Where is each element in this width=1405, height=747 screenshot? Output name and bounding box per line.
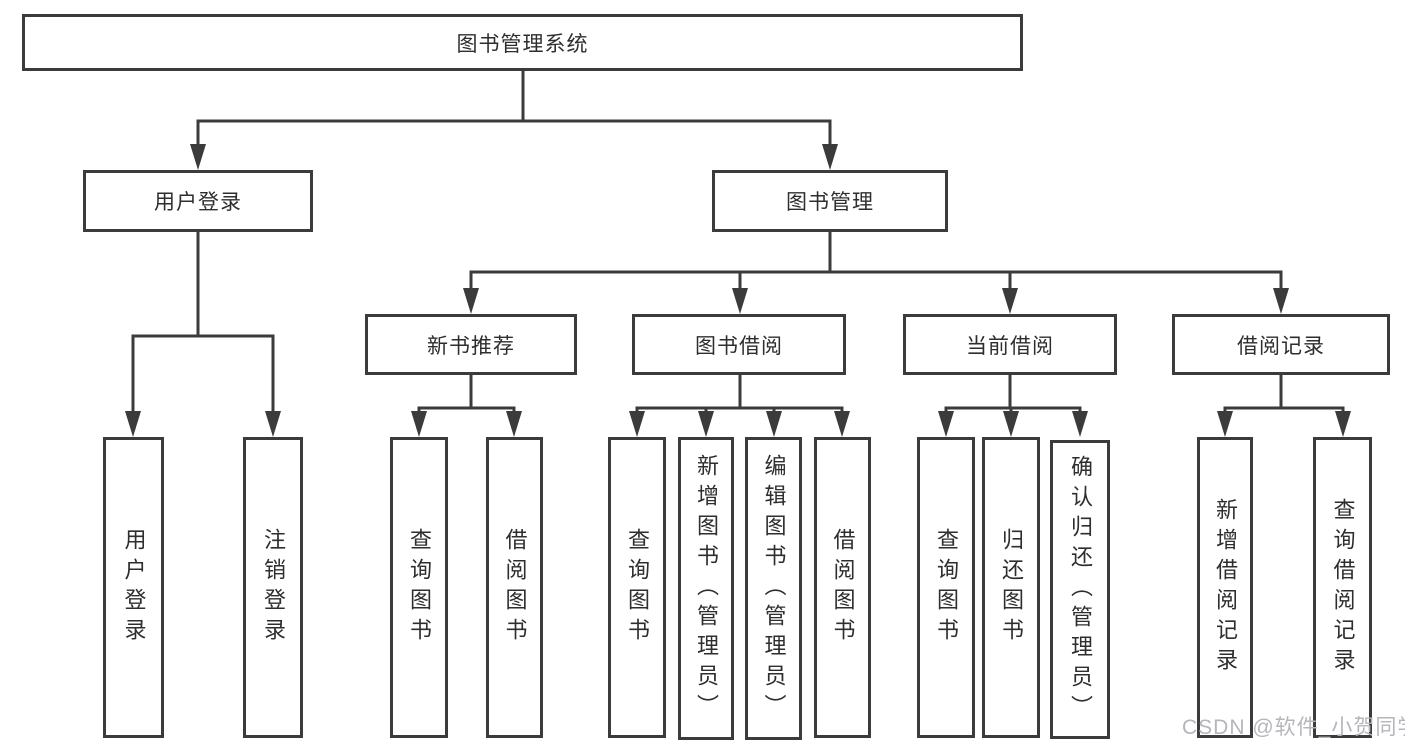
leaf-borrow-books-1-label: 借阅图书 <box>502 527 528 648</box>
leaf-confirm-return-admin-label: 确认归还（管理员） <box>1068 454 1093 725</box>
leaf-edit-book-admin: 编辑图书（管理员） <box>745 437 802 740</box>
leaf-query-books-3: 查询图书 <box>917 437 975 738</box>
leaf-query-books-3-label: 查询图书 <box>934 527 959 648</box>
leaf-borrow-books-2-label: 借阅图书 <box>830 527 856 648</box>
leaf-borrow-books-1: 借阅图书 <box>486 437 543 738</box>
leaf-query-books-1: 查询图书 <box>390 437 448 738</box>
leaf-borrow-books-2: 借阅图书 <box>814 437 871 738</box>
node-book-borrowing: 图书借阅 <box>632 314 846 375</box>
leaf-user-login: 用户登录 <box>103 437 164 738</box>
leaf-add-book-admin-label: 新增图书（管理员） <box>694 453 719 724</box>
node-new-book-recommend: 新书推荐 <box>365 314 577 375</box>
node-user-login: 用户登录 <box>83 170 313 232</box>
node-current-borrowing-label: 当前借阅 <box>966 334 1054 358</box>
node-book-management: 图书管理 <box>712 170 948 232</box>
leaf-query-borrow-record: 查询借阅记录 <box>1313 437 1372 738</box>
leaf-user-login-label: 用户登录 <box>121 527 147 648</box>
leaf-query-books-2: 查询图书 <box>608 437 666 738</box>
leaf-query-borrow-record-label: 查询借阅记录 <box>1330 497 1356 678</box>
node-book-borrowing-label: 图书借阅 <box>695 334 783 358</box>
leaf-add-borrow-record-label: 新增借阅记录 <box>1213 497 1238 678</box>
leaf-confirm-return-admin: 确认归还（管理员） <box>1050 440 1110 739</box>
watermark: CSDN @软件_小贺同学 <box>1182 716 1405 739</box>
node-borrowing-records: 借阅记录 <box>1172 314 1390 375</box>
node-new-book-recommend-label: 新书推荐 <box>427 334 515 358</box>
leaf-query-books-2-label: 查询图书 <box>625 527 650 648</box>
node-borrowing-records-label: 借阅记录 <box>1237 334 1325 358</box>
leaf-return-books: 归还图书 <box>982 437 1040 738</box>
leaf-add-book-admin: 新增图书（管理员） <box>678 437 734 740</box>
leaf-logout-login: 注销登录 <box>243 437 303 738</box>
node-book-management-label: 图书管理 <box>786 191 874 214</box>
leaf-query-books-1-label: 查询图书 <box>407 527 432 648</box>
node-root: 图书管理系统 <box>22 14 1023 71</box>
leaf-return-books-label: 归还图书 <box>999 527 1024 648</box>
node-user-login-label: 用户登录 <box>154 191 242 214</box>
node-current-borrowing: 当前借阅 <box>903 314 1117 375</box>
leaf-edit-book-admin-label: 编辑图书（管理员） <box>761 453 787 724</box>
leaf-logout-login-label: 注销登录 <box>261 527 286 648</box>
node-root-label: 图书管理系统 <box>456 32 589 56</box>
leaf-add-borrow-record: 新增借阅记录 <box>1197 437 1253 738</box>
